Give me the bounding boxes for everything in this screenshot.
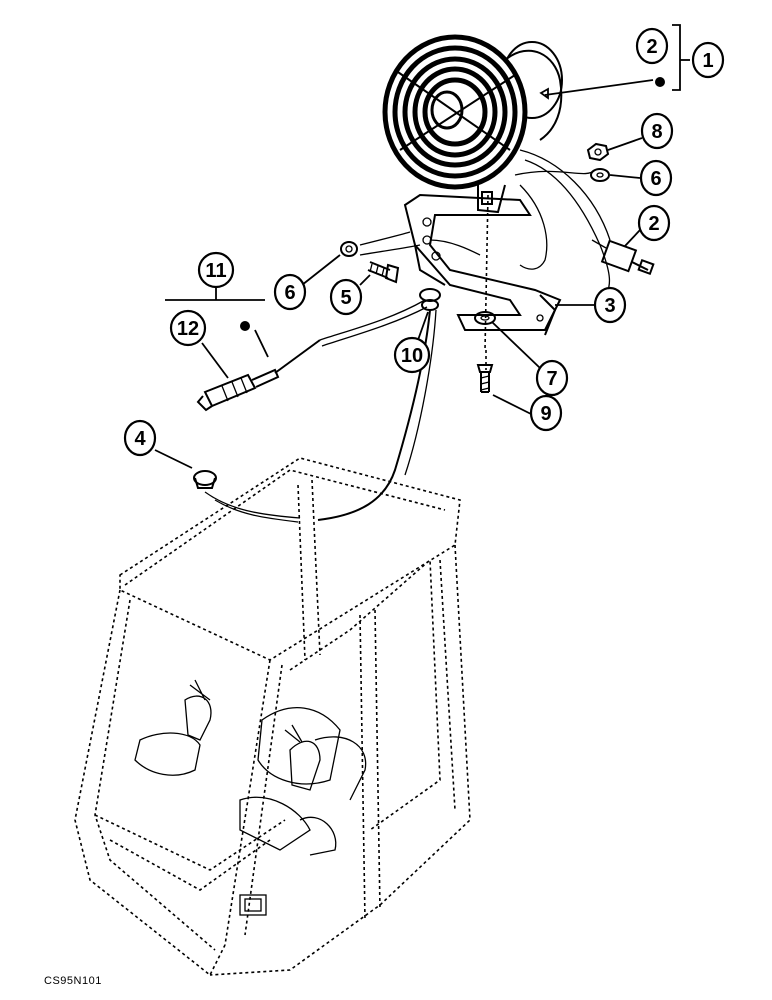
callout-label: 6 — [284, 282, 295, 304]
leader-lines — [154, 24, 690, 469]
callout-1: 1 — [691, 41, 725, 79]
callout-9: 9 — [529, 394, 563, 432]
callout-10: 10 — [393, 336, 431, 374]
mounting-bracket — [403, 193, 562, 370]
callout-2-top: 2 — [635, 27, 669, 65]
callout-label: 2 — [648, 213, 659, 235]
drawing-id: CS95N101 — [44, 975, 102, 987]
callout-label: 8 — [651, 121, 662, 143]
callout-label: 6 — [650, 168, 661, 190]
callout-label: 7 — [546, 368, 557, 390]
cab-illustration — [74, 457, 471, 977]
callout-label: 4 — [134, 428, 146, 450]
hardware — [193, 142, 610, 489]
fan-assembly — [382, 34, 563, 214]
fan-switch — [591, 239, 655, 276]
callout-label: 2 — [646, 36, 657, 58]
callout-label: 11 — [205, 260, 226, 282]
callout-4: 4 — [123, 419, 157, 457]
callout-6-right: 6 — [639, 159, 673, 197]
callout-label: 9 — [540, 403, 551, 425]
callout-5: 5 — [329, 278, 363, 316]
callout-label: 3 — [604, 295, 615, 317]
callout-8: 8 — [640, 112, 674, 150]
callout-label: 12 — [177, 318, 199, 340]
callout-3: 3 — [593, 286, 627, 324]
callout-label: 10 — [401, 345, 423, 367]
callout-label: 1 — [702, 50, 713, 72]
callout-11: 11 — [197, 251, 235, 289]
callout-6-left: 6 — [273, 273, 307, 311]
callout-label: 5 — [340, 287, 351, 309]
callout-2-switch: 2 — [637, 204, 671, 242]
callout-12: 12 — [169, 309, 207, 347]
wiring — [204, 149, 611, 523]
callout-7: 7 — [535, 359, 569, 397]
